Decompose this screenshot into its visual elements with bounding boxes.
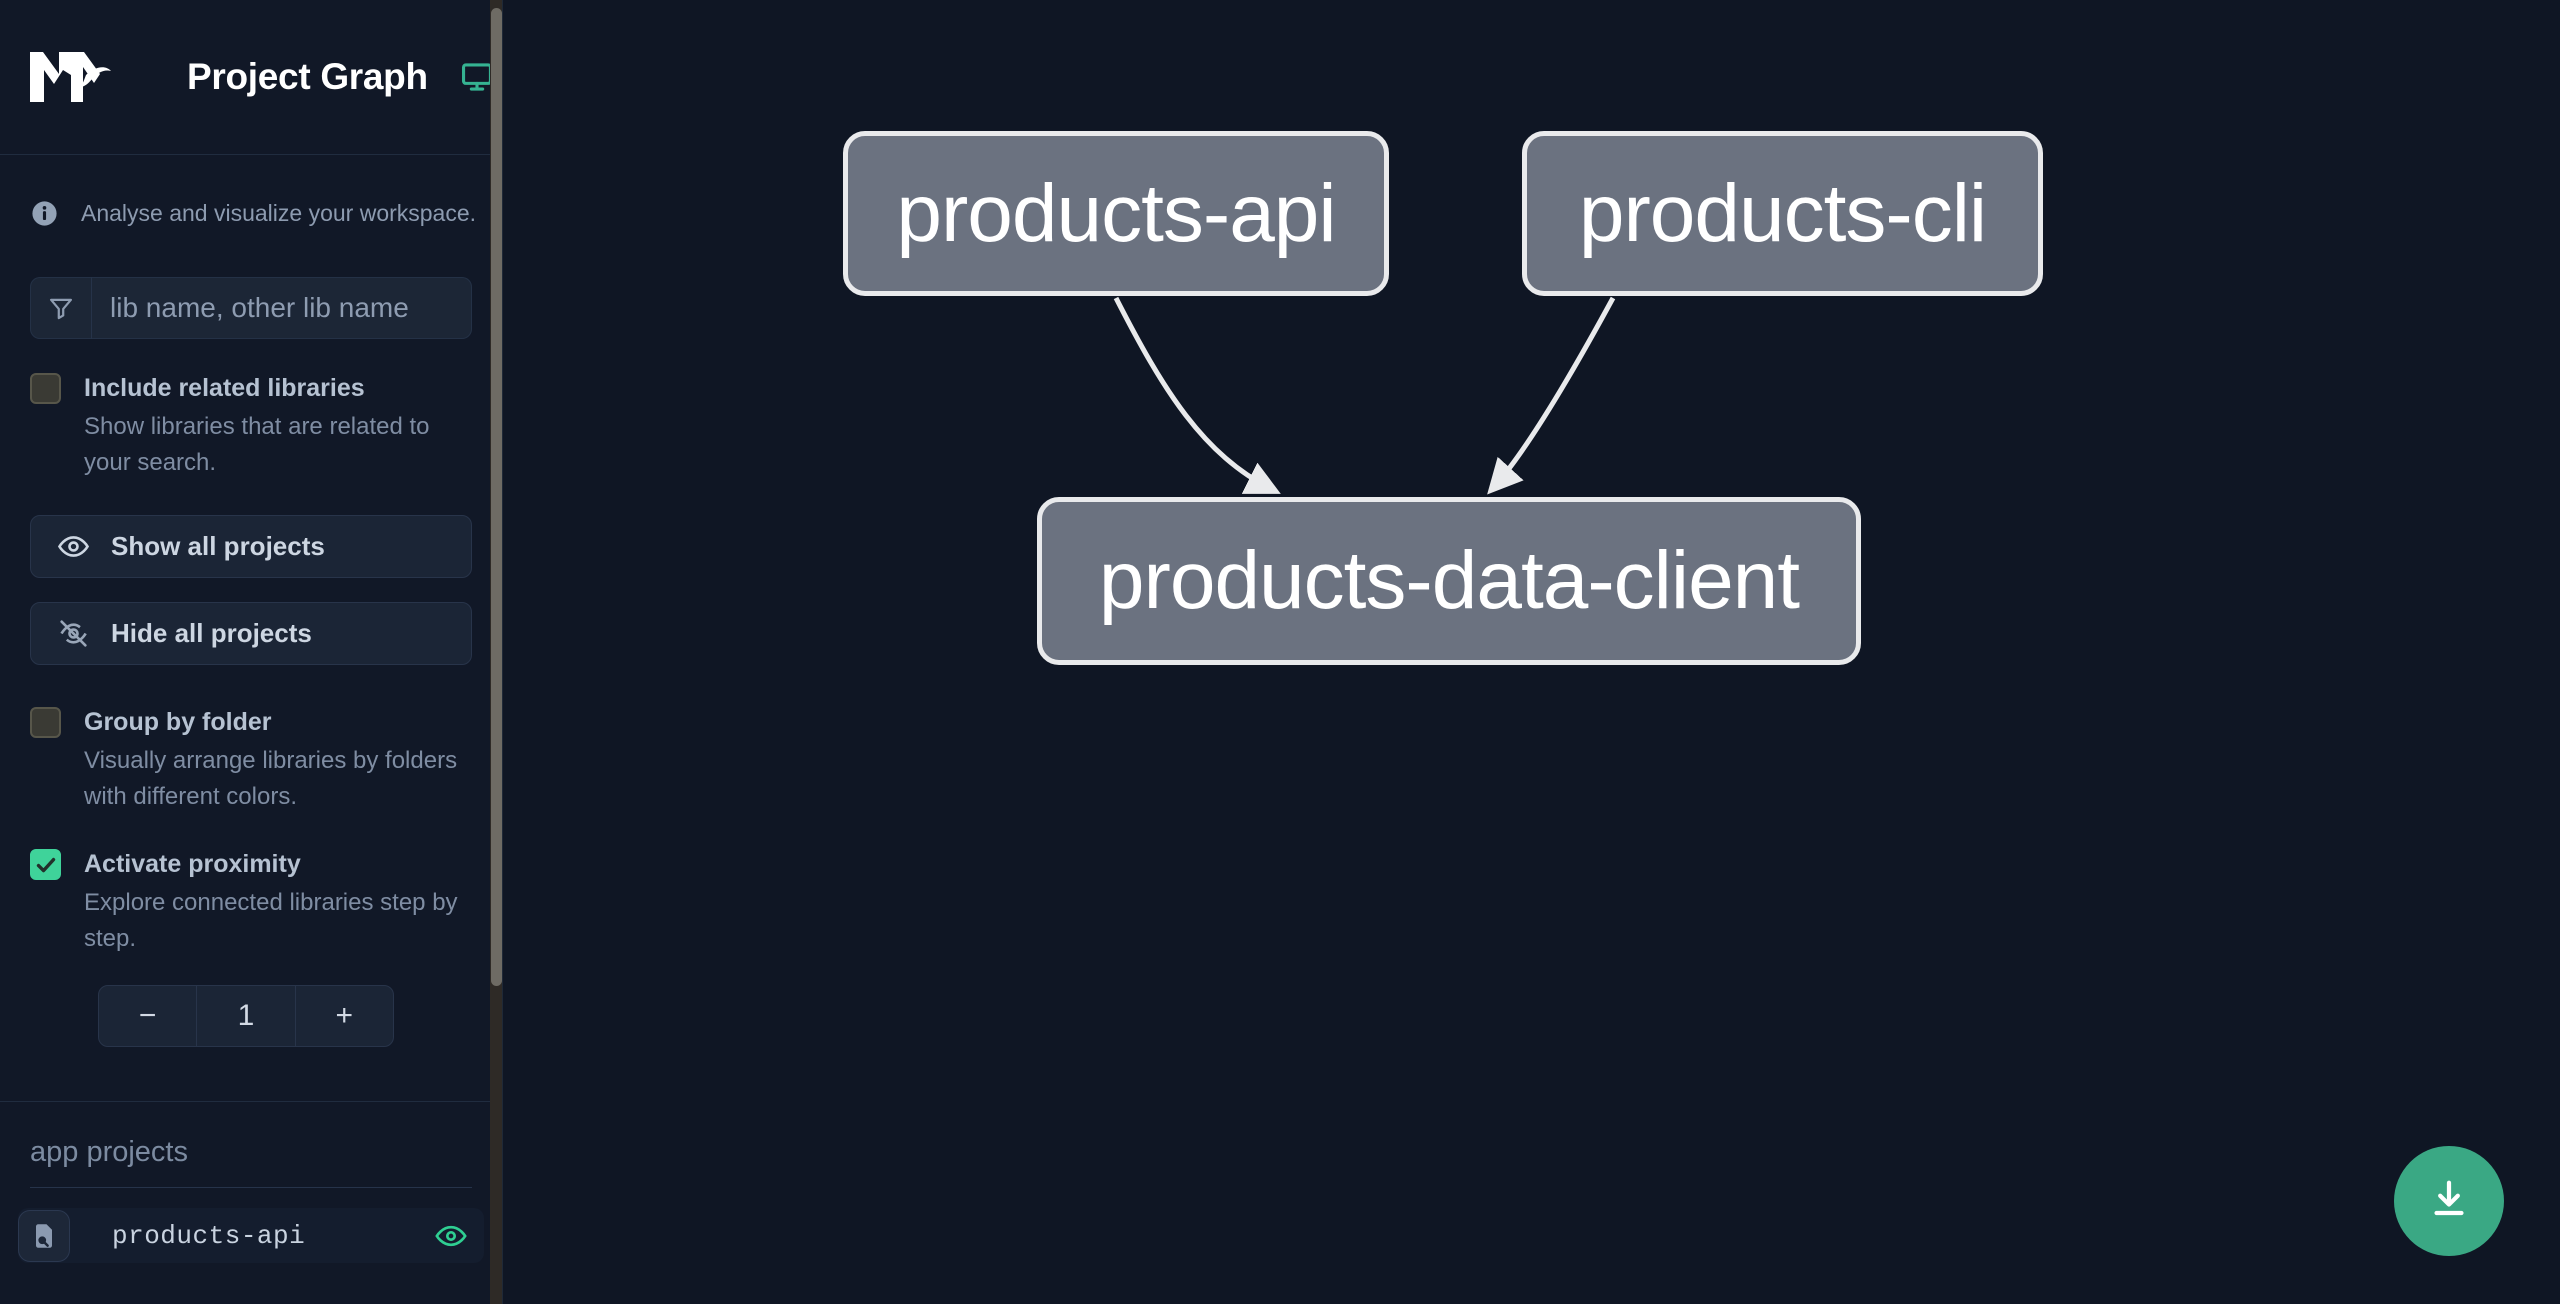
option-description: Visually arrange libraries by folders wi… [84, 747, 458, 810]
search-input[interactable] [92, 278, 489, 338]
option-label: Activate proximity [84, 850, 301, 878]
show-all-projects-button[interactable]: Show all projects [30, 515, 472, 578]
graph-node-products-api[interactable]: products-api [843, 131, 1389, 296]
proximity-stepper[interactable]: − 1 + [98, 985, 394, 1047]
page-title: Project Graph [187, 56, 428, 97]
list-item[interactable]: products-api [18, 1208, 484, 1263]
hide-all-projects-button[interactable]: Hide all projects [30, 602, 472, 665]
brand-header: Project Graph [0, 0, 502, 155]
activate-proximity-checkbox[interactable] [30, 849, 61, 880]
workspace-info-text: Analyse and visualize your workspace. [81, 200, 477, 226]
graph-edges [1113, 296, 1616, 495]
sidebar-scroll-area[interactable]: Project Graph Analyse and visual [0, 0, 502, 1304]
sidebar-divider [0, 1101, 502, 1102]
stepper-divider [294, 986, 296, 1046]
option-description: Show libraries that are related to your … [84, 413, 430, 476]
show-all-projects-label: Show all projects [111, 531, 325, 561]
graph-node-products-cli[interactable]: products-cli [1522, 131, 2043, 296]
option-activate-proximity[interactable]: Activate proximity Explore connected lib… [30, 815, 472, 957]
option-description: Explore connected libraries step by step… [84, 889, 458, 952]
proximity-increment-button[interactable]: + [335, 999, 354, 1032]
sidebar-scrollbar-thumb[interactable] [491, 8, 502, 986]
project-name: products-api [112, 1220, 306, 1251]
monitor-icon[interactable] [460, 60, 494, 94]
project-group-title: app projects [30, 1136, 472, 1188]
proximity-decrement-button[interactable]: − [138, 999, 157, 1032]
edge-products-api-to-data-client [1113, 296, 1281, 494]
group-by-folder-checkbox[interactable] [30, 707, 61, 738]
hide-all-projects-label: Hide all projects [111, 618, 312, 648]
eye-slash-icon [57, 617, 90, 650]
stepper-divider [196, 986, 198, 1046]
graph-node-products-data-client[interactable]: products-data-client [1037, 497, 1861, 665]
search-box[interactable] [30, 277, 489, 339]
workspace-info: Analyse and visualize your workspace. [0, 155, 502, 228]
nx-logo-icon [27, 48, 113, 106]
option-group-by-folder[interactable]: Group by folder Visually arrange librari… [30, 665, 472, 815]
eye-icon [57, 530, 90, 563]
download-icon [2426, 1176, 2472, 1227]
edge-products-cli-to-data-client [1487, 296, 1616, 495]
file-search-icon [18, 1209, 70, 1262]
option-label: Include related libraries [84, 374, 365, 402]
info-circle-icon [30, 199, 59, 228]
project-visibility-eye-icon[interactable] [434, 1219, 468, 1253]
include-related-libraries-checkbox[interactable] [30, 373, 61, 404]
option-label: Group by folder [84, 708, 272, 736]
download-graph-button[interactable] [2394, 1146, 2504, 1256]
proximity-value: 1 [237, 999, 255, 1032]
option-include-related-libraries[interactable]: Include related libraries Show libraries… [30, 339, 472, 481]
sidebar: Project Graph Analyse and visual [0, 0, 503, 1304]
graph-canvas[interactable]: products-api products-cli products-data-… [503, 0, 2560, 1304]
filter-funnel-icon [30, 277, 92, 339]
